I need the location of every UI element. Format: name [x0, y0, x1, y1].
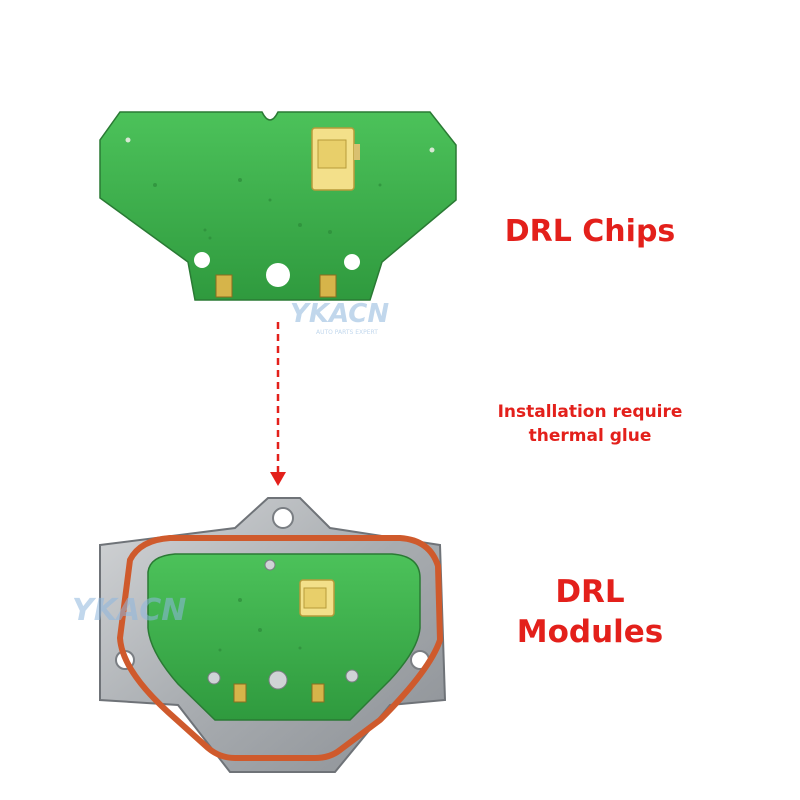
drl-chip-board [99, 111, 457, 301]
drl-modules-line1: DRL [555, 574, 625, 610]
module-connector [299, 579, 335, 617]
installation-note: Installation require thermal glue [470, 400, 710, 448]
brand-watermark-top: YKACN AUTO PARTS EXPERT [290, 299, 389, 336]
drl-modules-line2: Modules [516, 614, 664, 650]
drl-module-assembly [99, 497, 447, 773]
drl-chips-label: DRL Chips [504, 214, 676, 249]
wire-connector [311, 127, 360, 191]
installation-note-line1: Installation require [497, 402, 683, 422]
svg-text:YKACN: YKACN [72, 593, 186, 628]
svg-text:YKACN: YKACN [290, 299, 389, 329]
installation-note-line2: thermal glue [528, 426, 652, 446]
svg-text:AUTO PARTS EXPERT: AUTO PARTS EXPERT [316, 329, 378, 336]
install-arrow [270, 322, 286, 486]
drl-modules-label: DRL Modules [480, 572, 700, 652]
brand-watermark-bottom: YKACN [72, 593, 186, 628]
